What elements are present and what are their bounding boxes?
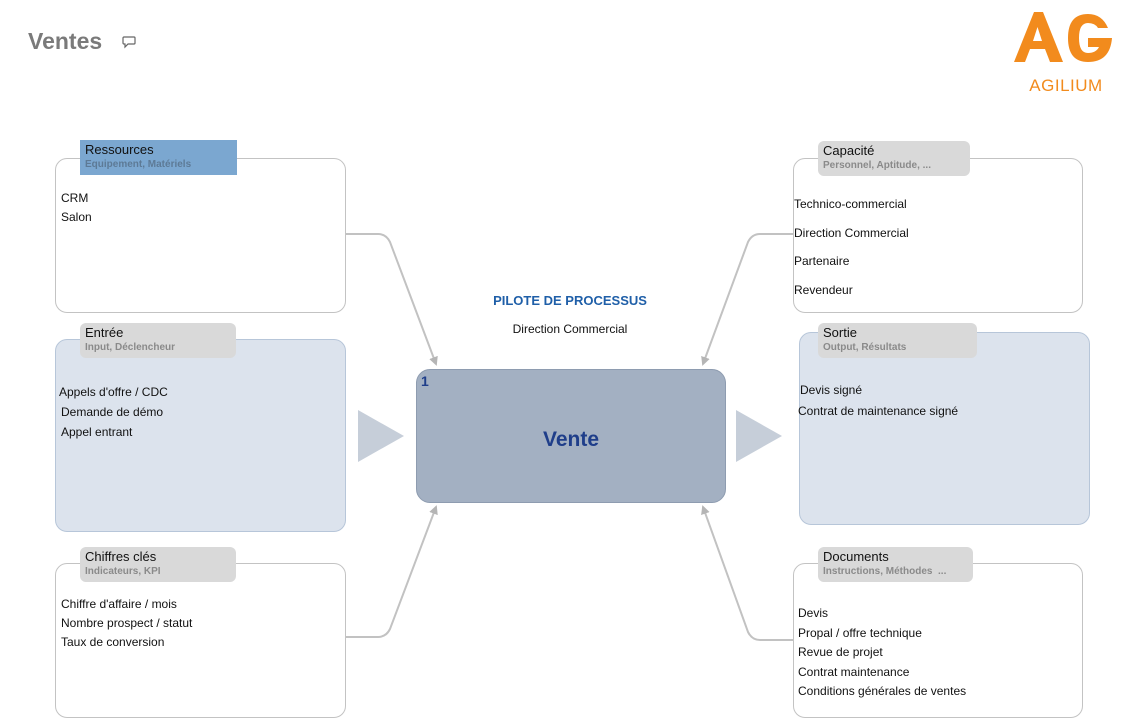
chiffres-tag: Chiffres clés Indicateurs, KPI xyxy=(80,547,236,582)
sortie-panel xyxy=(799,332,1090,525)
sortie-subtitle: Output, Résultats xyxy=(823,342,907,353)
capacite-items: Technico-commercial Direction Commercial… xyxy=(794,190,909,304)
list-item: Revendeur xyxy=(794,282,853,297)
entree-title: Entrée xyxy=(85,325,124,340)
sortie-tag: Sortie Output, Résultats xyxy=(818,323,977,358)
capacite-panel xyxy=(793,158,1083,313)
ressources-items: CRM Salon xyxy=(61,189,92,227)
list-item: Revue de projet xyxy=(798,645,883,659)
entree-items: Appels d'offre / CDC Demande de démo App… xyxy=(59,382,168,442)
chiffres-subtitle: Indicateurs, KPI xyxy=(85,566,161,577)
process-name: Vente xyxy=(542,428,600,451)
pilote-label: PILOTE DE PROCESSUS xyxy=(493,293,647,308)
list-item: CRM xyxy=(61,191,89,205)
documents-items: Devis Propal / offre technique Revue de … xyxy=(798,604,966,702)
entree-tag: Entrée Input, Déclencheur xyxy=(80,323,236,358)
entree-flow-triangle xyxy=(358,410,404,462)
sortie-items: Devis signé Contrat de maintenance signé xyxy=(798,380,958,422)
list-item: Conditions générales de ventes xyxy=(798,684,967,698)
ressources-tag: Ressources Equipement, Matériels xyxy=(80,140,237,175)
chiffres-title: Chiffres clés xyxy=(85,549,157,564)
capacite-tag: Capacité Personnel, Aptitude, ... xyxy=(818,141,970,176)
agilium-logo xyxy=(1014,12,1112,62)
documents-panel xyxy=(793,563,1083,718)
list-item: Technico-commercial xyxy=(794,197,907,211)
capacite-subtitle: Personnel, Aptitude, ... xyxy=(823,160,931,171)
chiffres-items: Chiffre d'affaire / mois Nombre prospect… xyxy=(61,595,192,652)
documents-arrow xyxy=(701,505,794,641)
list-item: Partenaire xyxy=(794,254,850,268)
chiffres-arrow xyxy=(346,505,438,638)
list-item: Taux de conversion xyxy=(61,635,165,649)
ressources-panel xyxy=(55,158,346,313)
list-item: Propal / offre technique xyxy=(798,625,922,640)
process-number: 1 xyxy=(421,373,429,389)
list-item: Contrat maintenance xyxy=(798,664,910,679)
list-item: Nombre prospect / statut xyxy=(61,616,193,630)
capacite-title: Capacité xyxy=(823,143,875,158)
list-item: Appels d'offre / CDC xyxy=(59,385,168,399)
page-title: Ventes xyxy=(28,28,103,54)
sortie-title: Sortie xyxy=(823,325,857,340)
list-item: Direction Commercial xyxy=(794,225,909,240)
list-item: Chiffre d'affaire / mois xyxy=(61,597,177,611)
capacite-arrow xyxy=(701,233,794,366)
logo-name: AGILIUM xyxy=(1029,76,1103,95)
sortie-flow-triangle xyxy=(736,410,782,462)
list-item: Devis signé xyxy=(800,383,863,397)
pilote-value: Direction Commercial xyxy=(512,322,628,336)
comment-icon[interactable] xyxy=(122,36,136,49)
list-item: Salon xyxy=(61,210,92,224)
documents-subtitle: Instructions, Méthodes ... xyxy=(823,566,947,577)
documents-tag: Documents Instructions, Méthodes ... xyxy=(818,547,973,582)
list-item: Appel entrant xyxy=(61,425,133,439)
list-item: Demande de démo xyxy=(61,405,164,419)
entree-subtitle: Input, Déclencheur xyxy=(85,342,176,353)
ressources-subtitle: Equipement, Matériels xyxy=(85,159,192,170)
entree-panel xyxy=(55,339,346,532)
ressources-arrow xyxy=(346,233,438,366)
ressources-title: Ressources xyxy=(85,142,154,157)
process-box[interactable]: 1 Vente xyxy=(416,369,726,503)
documents-title: Documents xyxy=(823,549,889,564)
list-item: Devis xyxy=(798,606,829,620)
list-item: Contrat de maintenance signé xyxy=(798,404,959,418)
